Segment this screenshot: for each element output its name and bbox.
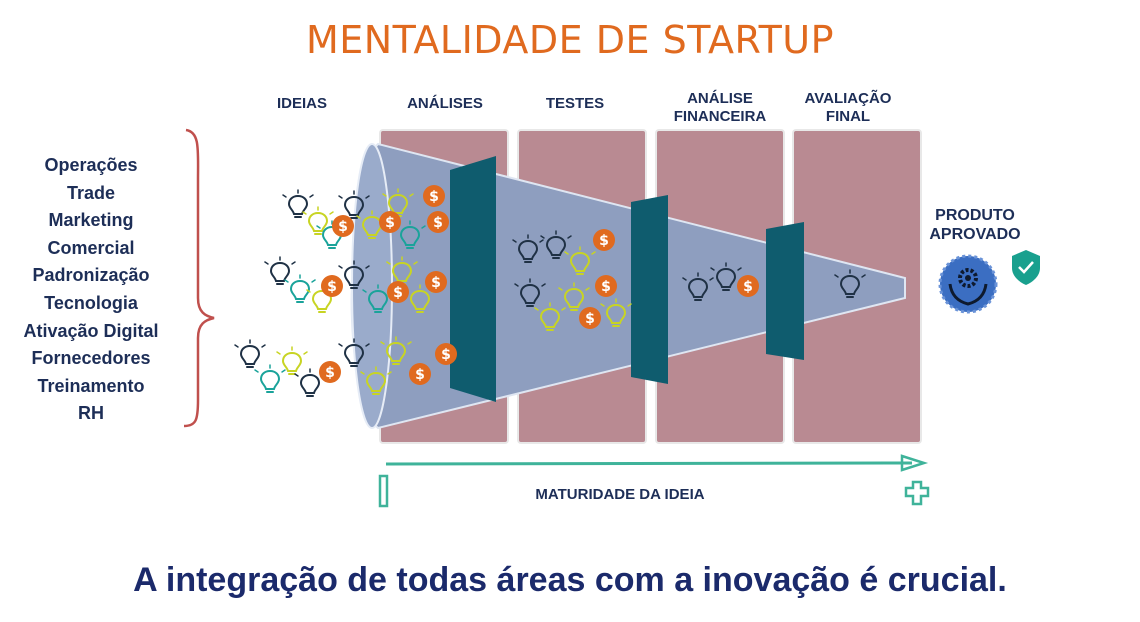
dollar-coin-icon bbox=[579, 307, 601, 329]
lightbulb-icon bbox=[276, 346, 308, 375]
lightbulb-icon bbox=[234, 339, 266, 368]
area-item: Ativação Digital bbox=[23, 320, 159, 341]
dollar-coin-icon bbox=[425, 271, 447, 293]
product-approved-label: PRODUTO APROVADO bbox=[929, 207, 1021, 243]
area-item: Fornecedores bbox=[31, 348, 151, 369]
dollar-coin-icon bbox=[319, 361, 341, 383]
stage-label-testes: TESTES bbox=[545, 95, 605, 112]
area-item: Operações bbox=[44, 155, 138, 175]
dollar-coin-icon bbox=[332, 215, 354, 237]
dollar-coin-icon bbox=[423, 185, 445, 207]
stage-label-avaliacao-final: AVALIAÇÃO FINAL bbox=[804, 90, 892, 125]
area-item: Padronização bbox=[32, 265, 150, 286]
gate-1 bbox=[450, 156, 496, 402]
areas-list: Operações Trade Marketing Comercial Padr… bbox=[10, 152, 172, 428]
gate-2 bbox=[631, 195, 668, 384]
lightbulb-icon bbox=[284, 274, 316, 303]
maturity-label: MATURIDADE DA IDEIA bbox=[535, 486, 705, 503]
dollar-coin-icon bbox=[435, 343, 457, 365]
dollar-coin-icon bbox=[427, 211, 449, 233]
dollar-coin-icon bbox=[409, 363, 431, 385]
lightbulb-icon bbox=[282, 189, 314, 218]
dollar-coin-icon bbox=[321, 275, 343, 297]
area-item: RH bbox=[78, 403, 104, 424]
plus-icon bbox=[904, 480, 930, 506]
area-item: Comercial bbox=[47, 237, 135, 258]
lightbulb-icon bbox=[254, 364, 286, 393]
bracket bbox=[183, 128, 215, 428]
dollar-coin-icon bbox=[593, 229, 615, 251]
area-item: Trade bbox=[66, 182, 116, 203]
lightbulb-icon bbox=[302, 206, 334, 235]
dollar-coin-icon bbox=[737, 275, 759, 297]
stage-label-ideias: IDEIAS bbox=[276, 95, 327, 112]
maturity-arrow bbox=[385, 461, 913, 466]
hands-gear-icon bbox=[938, 254, 998, 314]
stage-label-analises: ANÁLISES bbox=[407, 95, 483, 112]
page-title: MENTALIDADE DE STARTUP bbox=[305, 18, 835, 62]
area-item: Treinamento bbox=[37, 375, 145, 396]
area-item: Tecnologia bbox=[44, 292, 138, 313]
dollar-coin-icon bbox=[387, 281, 409, 303]
conclusion-text: A integração de todas áreas com a inovaç… bbox=[133, 561, 1007, 599]
arrow-head-icon bbox=[900, 454, 929, 472]
shield-check-icon bbox=[1012, 250, 1040, 285]
dollar-coin-icon bbox=[595, 275, 617, 297]
lightbulb-icon bbox=[264, 256, 296, 285]
gate-3 bbox=[766, 222, 804, 360]
area-item: Marketing bbox=[48, 210, 134, 231]
dollar-coin-icon bbox=[379, 211, 401, 233]
stage-label-analise-financeira: ANÁLISE FINANCEIRA bbox=[673, 90, 767, 125]
start-marker bbox=[378, 474, 389, 508]
